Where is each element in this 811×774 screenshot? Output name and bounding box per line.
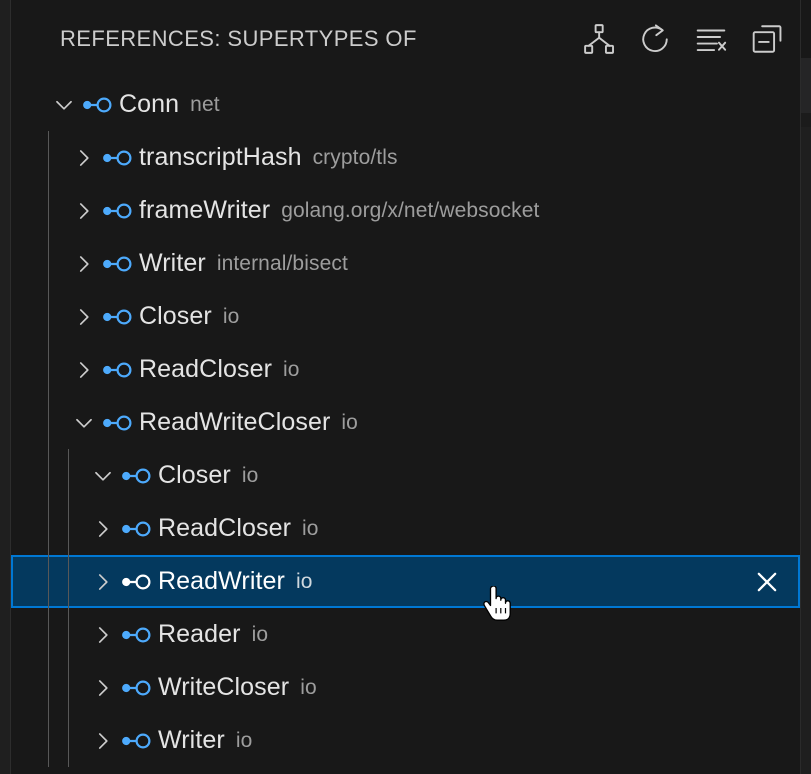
tree-row-description: io bbox=[341, 410, 358, 434]
collapse-all-icon bbox=[750, 22, 784, 56]
interface-symbol-icon bbox=[119, 555, 153, 608]
interface-symbol-icon bbox=[100, 237, 134, 290]
tree-row[interactable]: transcriptHash crypto/tls bbox=[11, 131, 800, 184]
tree-row-description: crypto/tls bbox=[312, 145, 398, 169]
tree-row[interactable]: frameWriter golang.org/x/net/websocket bbox=[11, 184, 800, 237]
tree-row-label: Reader bbox=[158, 620, 241, 648]
interface-symbol-icon bbox=[119, 608, 153, 661]
tree-row-description: io bbox=[251, 622, 269, 646]
interface-symbol-icon bbox=[100, 131, 134, 184]
interface-symbol-icon bbox=[119, 449, 153, 502]
editor-breadcrumb-strip bbox=[801, 113, 811, 127]
tree-row-description: internal/bisect bbox=[216, 251, 348, 275]
tree-row[interactable]: Writer internal/bisect bbox=[11, 237, 800, 290]
tree-row-label: ReadWriteCloser bbox=[139, 408, 331, 436]
chevron-right-icon[interactable] bbox=[87, 502, 119, 555]
tree-row-description: net bbox=[190, 92, 220, 116]
clear-all-button[interactable] bbox=[694, 22, 728, 56]
show-type-hierarchy-button[interactable] bbox=[582, 22, 616, 56]
interface-symbol-icon bbox=[100, 396, 134, 449]
tree-row[interactable]: ReadWriter io bbox=[11, 555, 800, 608]
interface-symbol-icon bbox=[119, 502, 153, 555]
close-icon[interactable] bbox=[744, 555, 790, 608]
refresh-button[interactable] bbox=[638, 22, 672, 56]
chevron-right-icon[interactable] bbox=[87, 714, 119, 767]
tree-row[interactable]: Closer io bbox=[11, 449, 800, 502]
chevron-down-icon[interactable] bbox=[48, 78, 80, 131]
tree-row[interactable]: Closer io bbox=[11, 290, 800, 343]
chevron-right-icon[interactable] bbox=[87, 555, 119, 608]
clear-all-icon bbox=[694, 22, 728, 56]
tree-row-description: io bbox=[302, 516, 319, 540]
panel-title: REFERENCES: SUPERTYPES OF bbox=[60, 26, 417, 51]
tree-row[interactable]: Writer io bbox=[11, 714, 800, 767]
tree-row[interactable]: Reader io bbox=[11, 608, 800, 661]
panel-header-actions bbox=[582, 22, 784, 56]
interface-symbol-icon bbox=[119, 714, 153, 767]
refresh-icon bbox=[638, 22, 672, 56]
tree-row[interactable]: ReadWriteCloser io bbox=[11, 396, 800, 449]
editor-tab-strip bbox=[801, 0, 811, 58]
chevron-right-icon[interactable] bbox=[87, 661, 119, 714]
tree-row-label: Writer bbox=[139, 249, 206, 277]
tree-row[interactable]: WriteCloser io bbox=[11, 661, 800, 714]
tree-row-description: io bbox=[241, 463, 259, 487]
interface-symbol-icon bbox=[119, 661, 153, 714]
chevron-right-icon[interactable] bbox=[68, 184, 100, 237]
tree-row-label: frameWriter bbox=[139, 196, 271, 224]
references-view: REFERENCES: SUPERTYPES OF bbox=[11, 0, 800, 774]
panel-divider-left bbox=[10, 0, 11, 774]
show-type-hierarchy-icon bbox=[582, 22, 616, 56]
panel-header: REFERENCES: SUPERTYPES OF bbox=[11, 0, 800, 78]
tree-row-label: ReadWriter bbox=[158, 567, 285, 595]
panel-divider-right bbox=[800, 0, 801, 774]
tree-row-label: Closer bbox=[158, 461, 231, 489]
chevron-right-icon[interactable] bbox=[87, 608, 119, 661]
tree-row-description: golang.org/x/net/websocket bbox=[281, 198, 540, 222]
collapse-all-button[interactable] bbox=[750, 22, 784, 56]
tree-row-description: io bbox=[295, 569, 313, 593]
tree-row-label: Conn bbox=[119, 90, 180, 118]
editor-active-tab bbox=[801, 58, 811, 113]
tree-row-label: transcriptHash bbox=[139, 143, 302, 171]
chevron-right-icon[interactable] bbox=[68, 237, 100, 290]
interface-symbol-icon bbox=[80, 78, 114, 131]
interface-symbol-icon bbox=[100, 290, 134, 343]
tree-row-label: WriteCloser bbox=[158, 673, 290, 701]
tree-row-description: io bbox=[235, 728, 253, 752]
chevron-right-icon[interactable] bbox=[68, 290, 100, 343]
tree-row-label: Closer bbox=[139, 302, 212, 330]
tree-row-label: ReadCloser bbox=[139, 355, 273, 383]
tree-row[interactable]: ReadCloser io bbox=[11, 343, 800, 396]
adjacent-editor-sliver bbox=[801, 0, 811, 774]
chevron-down-icon[interactable] bbox=[68, 396, 100, 449]
chevron-right-icon[interactable] bbox=[68, 343, 100, 396]
chevron-right-icon[interactable] bbox=[68, 131, 100, 184]
tree-row[interactable]: ReadCloser io bbox=[11, 502, 800, 555]
interface-symbol-icon bbox=[100, 184, 134, 237]
chevron-down-icon[interactable] bbox=[87, 449, 119, 502]
tree-row-label: Writer bbox=[158, 726, 225, 754]
interface-symbol-icon bbox=[100, 343, 134, 396]
tree-row-label: ReadCloser bbox=[158, 514, 292, 542]
tree-row-description: io bbox=[283, 357, 300, 381]
tree-row-description: io bbox=[300, 675, 317, 699]
tree-row-description: io bbox=[222, 304, 240, 328]
